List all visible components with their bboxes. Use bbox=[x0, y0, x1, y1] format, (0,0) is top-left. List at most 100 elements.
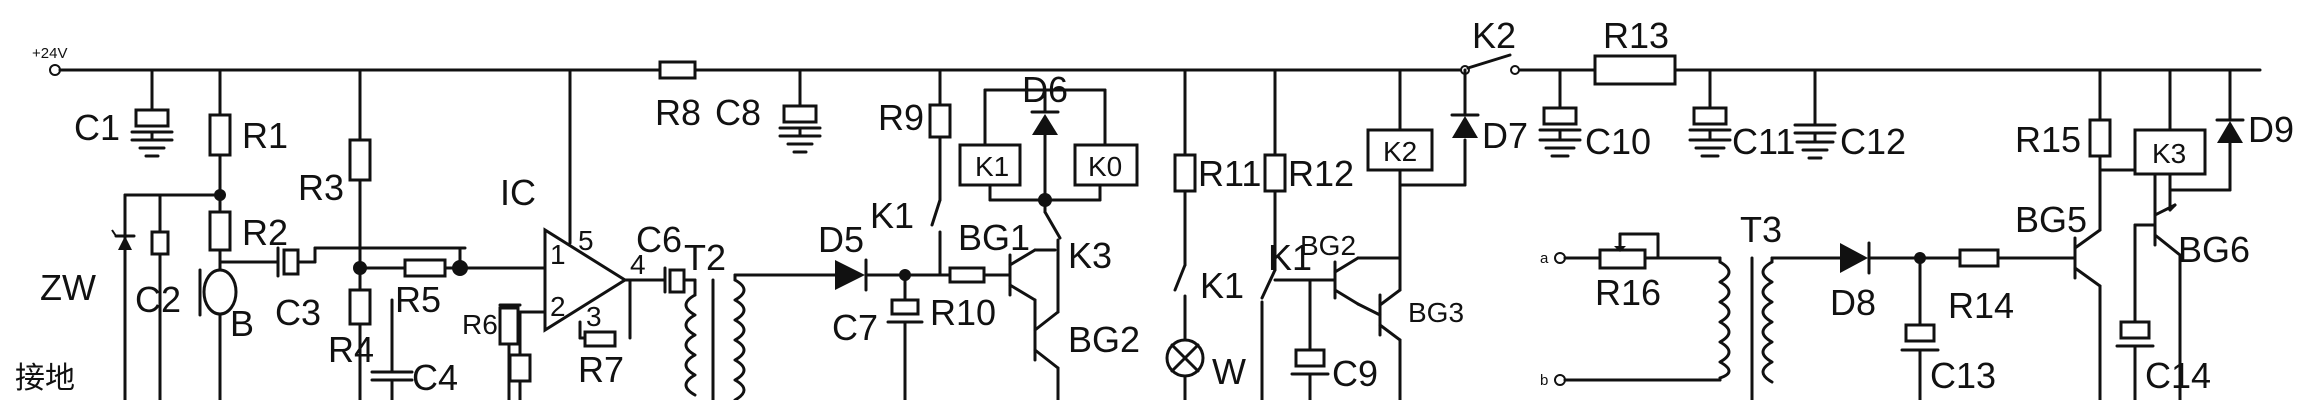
bg6-label: BG6 bbox=[2178, 229, 2250, 270]
terminal-b-label: b bbox=[1540, 372, 1548, 389]
c3-label: C3 bbox=[275, 292, 321, 333]
terminal-b bbox=[1554, 374, 1722, 386]
c13-capacitor bbox=[1900, 256, 1940, 400]
t3-label: T3 bbox=[1740, 209, 1782, 250]
c12-label: C12 bbox=[1840, 121, 1906, 162]
ground-label: 接地 bbox=[15, 361, 75, 396]
bg3-label: BG3 bbox=[1408, 297, 1464, 328]
bg2a-label: BG2 bbox=[1068, 319, 1140, 360]
k2top-label: K2 bbox=[1472, 15, 1516, 56]
c9-capacitor bbox=[1290, 278, 1330, 400]
c4-label: C4 bbox=[412, 357, 458, 398]
d9-diode bbox=[2215, 68, 2245, 152]
c1-label: C1 bbox=[74, 107, 120, 148]
k0-relay-coil bbox=[1073, 143, 1139, 202]
d8-label: D8 bbox=[1830, 282, 1876, 323]
k2-relay-coil bbox=[1366, 68, 1467, 202]
c4-capacitor bbox=[370, 298, 414, 400]
r2-label: R2 bbox=[242, 212, 288, 253]
c7-capacitor bbox=[886, 273, 924, 400]
k3-relay-coil bbox=[2133, 68, 2232, 212]
r12-label: R12 bbox=[1288, 153, 1354, 194]
r15-label: R15 bbox=[2015, 119, 2081, 160]
bg2b-label: BG2 bbox=[1300, 230, 1356, 261]
r1-label: R1 bbox=[242, 115, 288, 156]
c13-label: C13 bbox=[1930, 355, 1996, 396]
d8-diode bbox=[1840, 241, 1962, 275]
c3-capacitor bbox=[218, 246, 467, 278]
k1c-label: K1 bbox=[1268, 237, 1312, 278]
k2-switch bbox=[1460, 53, 1520, 75]
c7-label: C7 bbox=[832, 307, 878, 348]
r13-label: R13 bbox=[1603, 15, 1669, 56]
b-label: B bbox=[230, 303, 254, 344]
bg3-transistor bbox=[1378, 198, 1402, 400]
c11-capacitor bbox=[1688, 68, 1732, 158]
c14-capacitor bbox=[2115, 223, 2157, 400]
r5-label: R5 bbox=[395, 279, 441, 320]
bg5-transistor bbox=[2073, 168, 2102, 400]
c2-capacitor bbox=[150, 193, 170, 400]
k2box-label: K2 bbox=[1383, 136, 1417, 167]
r12-resistor bbox=[1260, 68, 1287, 400]
r10-label: R10 bbox=[930, 292, 996, 333]
d7-diode bbox=[1450, 68, 1480, 138]
supply-rail bbox=[49, 64, 2262, 76]
d7-label: D7 bbox=[1482, 115, 1528, 156]
c8-capacitor bbox=[778, 68, 822, 154]
bg5-label: BG5 bbox=[2015, 199, 2087, 240]
ic-pin5: 5 bbox=[578, 225, 594, 256]
ic-pin1: 1 bbox=[550, 239, 566, 270]
ic-label: IC bbox=[500, 172, 536, 213]
r1-resistor bbox=[123, 68, 232, 272]
k0box-label: K0 bbox=[1088, 151, 1122, 182]
k1box-label: K1 bbox=[975, 151, 1009, 182]
t2-transformer bbox=[684, 273, 782, 400]
t3-transformer bbox=[1718, 256, 1842, 400]
c6-label: C6 bbox=[636, 219, 682, 260]
d5-diode bbox=[778, 258, 952, 292]
r6-resistor bbox=[498, 303, 532, 400]
d5-label: D5 bbox=[818, 219, 864, 260]
supply-label: +24V bbox=[32, 45, 67, 62]
bg1-label: BG1 bbox=[958, 217, 1030, 258]
k3a-contact bbox=[1043, 198, 1062, 240]
r9-label: R9 bbox=[878, 97, 924, 138]
r14-resistor bbox=[1958, 248, 2077, 268]
r11-resistor bbox=[1173, 68, 1197, 342]
r3-resistor bbox=[348, 68, 372, 400]
r13-resistor bbox=[1593, 54, 1677, 86]
r7-label: R7 bbox=[578, 349, 624, 390]
k3a-label: K3 bbox=[1068, 235, 1112, 276]
r8-resistor bbox=[658, 60, 697, 80]
r4-label: R4 bbox=[328, 329, 374, 370]
terminal-a-label: a bbox=[1540, 250, 1549, 267]
terminal-a bbox=[1554, 252, 1602, 264]
c10-capacitor bbox=[1538, 68, 1582, 158]
r9-resistor bbox=[928, 68, 952, 277]
c2-label: C2 bbox=[135, 279, 181, 320]
k1a-label: K1 bbox=[870, 195, 914, 236]
r10-resistor bbox=[948, 266, 1012, 284]
c11-label: C11 bbox=[1732, 121, 1795, 162]
zw-label: ZW bbox=[40, 267, 96, 308]
k1b-label: K1 bbox=[1200, 265, 1244, 306]
w-label: W bbox=[1212, 351, 1246, 392]
ic-pin4: 4 bbox=[630, 249, 646, 280]
c1-capacitor bbox=[130, 68, 174, 158]
w-lamp bbox=[1165, 338, 1205, 400]
t2-label: T2 bbox=[684, 237, 726, 278]
r8-label: R8 bbox=[655, 92, 701, 133]
r16-label: R16 bbox=[1595, 272, 1661, 313]
c8-label: C8 bbox=[715, 92, 761, 133]
b-microphone bbox=[198, 268, 238, 400]
bg6-transistor bbox=[2153, 203, 2182, 400]
r3-label: R3 bbox=[298, 167, 344, 208]
r15-resistor bbox=[2088, 68, 2157, 207]
d9-label: D9 bbox=[2248, 109, 2294, 150]
r6-label: R6 bbox=[462, 309, 498, 340]
c10-label: C10 bbox=[1585, 121, 1651, 162]
zw-zener bbox=[111, 193, 136, 400]
ic-pin2: 2 bbox=[550, 291, 566, 322]
